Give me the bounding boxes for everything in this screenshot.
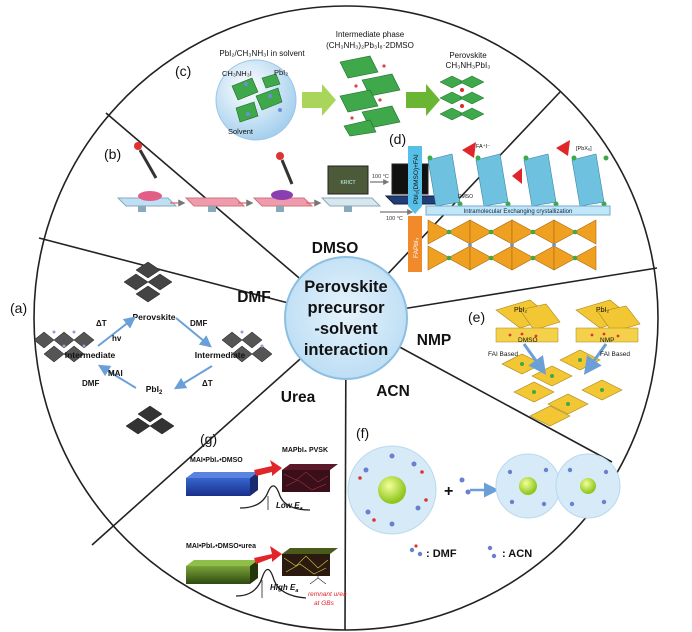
panel-a: (a) Perovskite	[10, 261, 273, 435]
panel-c-label-right1: Perovskite	[449, 51, 487, 60]
panel-f-legend-acn: : ACN	[502, 548, 532, 560]
panel-c-tag: (c)	[175, 63, 191, 79]
panel-g-remnant-1: remnant urea	[308, 591, 347, 598]
panel-e-pbi2-right: PbI₂	[596, 307, 610, 314]
panel-a-perovskite: Perovskite	[133, 312, 176, 322]
panel-c-label-left: PbI₂/CH₃NH₃I in solvent	[219, 49, 305, 58]
panel-g-low-ea: Low Ea	[276, 501, 303, 512]
panel-f-tag: (f)	[356, 425, 369, 441]
center-title-line3: -solvent	[314, 320, 378, 338]
panel-a-dmf-bl: DMF	[82, 379, 99, 388]
panel-b-tag: (b)	[104, 146, 121, 162]
panel-c-label-right2: CH₃NH₃PbI₃	[446, 61, 491, 70]
panel-a-intermediate-right: Intermediate	[195, 350, 246, 360]
panel-d-tag: (d)	[389, 131, 406, 147]
solvent-label-nmp: NMP	[417, 332, 451, 349]
panel-f-plus: +	[444, 483, 453, 500]
panel-g-high-ea: High Ea	[270, 583, 298, 594]
panel-d-pbx: [PbX₆]	[576, 146, 592, 152]
panel-c-pbi2: PbI₂	[274, 68, 288, 77]
panel-d-dmso: DMSO	[458, 194, 473, 200]
panel-c-ch3nh3i: CH₃NH₃I	[222, 69, 252, 78]
panel-g-remnant-2: at GBs	[314, 600, 335, 607]
panel-a-dt-right: ΔT	[202, 379, 213, 388]
solvent-label-dmf: DMF	[237, 289, 271, 306]
panel-e-fai-left: FAI Based	[488, 351, 518, 358]
panel-a-tag: (a)	[10, 300, 27, 316]
panel-f: (f) + : DMF : ACN	[347, 425, 621, 560]
center-hub: Perovskite precursor -solvent interactio…	[284, 256, 408, 380]
panel-a-mai: MAI	[108, 369, 123, 378]
panel-c-label-mid1: Intermediate phase	[336, 30, 405, 39]
panel-a-hv: hv	[112, 334, 122, 343]
center-title-line1: Perovskite	[304, 278, 387, 296]
solvent-label-acn: ACN	[376, 383, 410, 400]
panel-b-temp-1: 100 °C	[372, 174, 389, 180]
panel-g-top-right: MAPbI₃ PVSK	[282, 447, 328, 454]
panel-c: (c) PbI₂/CH₃NH₃I in solvent Intermediate…	[175, 30, 491, 141]
panel-a-dmf-tr: DMF	[190, 319, 207, 328]
panel-d-side-top: PbI₂(DMSO)+FAI	[413, 154, 420, 204]
panel-e-pbi2-left: PbI₂	[514, 307, 528, 314]
panel-g-tag: (g)	[200, 431, 217, 447]
panel-g-top-left: MAI•PbI₂•DMSO	[190, 457, 243, 464]
panel-a-dt-left: ΔT	[96, 319, 107, 328]
panel-e: (e) PbI₂ PbI₂ DMSO NMP FAI Based FAI Bas…	[468, 299, 641, 427]
panel-b-logo: KRICT	[341, 180, 356, 186]
panel-b-temp-2: 100 °C	[386, 216, 403, 222]
panel-d-fa: FA⁺I⁻	[476, 143, 490, 150]
panel-a-intermediate-left: Intermediate	[65, 350, 116, 360]
panel-d-side-bottom: FAPbI₃	[413, 237, 420, 258]
panel-g-bottom-left: MAI•PbI₂•DMSO•urea	[186, 543, 256, 550]
solvent-label-urea: Urea	[281, 389, 316, 406]
panel-d-banner: Intramolecular Exchanging crystallizatio…	[464, 209, 573, 215]
panel-e-dmso: DMSO	[518, 337, 538, 344]
panel-e-nmp: NMP	[600, 337, 614, 344]
center-title-line2: precursor	[307, 299, 385, 317]
panel-d: (d) PbI₂(DMSO)+FAI FAPbI₃ FA⁺I⁻ [PbX₆] D…	[389, 131, 611, 272]
panel-c-solvent: Solvent	[228, 127, 254, 136]
panel-f-legend-dmf: : DMF	[426, 548, 457, 560]
panel-c-label-mid2: (CH₃NH₃)₂Pb₃I₈·2DMSO	[326, 41, 414, 50]
panel-a-pbi2: PbI2	[146, 384, 163, 396]
panel-e-tag: (e)	[468, 309, 485, 325]
solvent-label-dmso: DMSO	[312, 240, 359, 257]
center-title-line4: interaction	[304, 341, 388, 359]
panel-g: (g) MAI•PbI₂•DMSO MAPbI₃ PVSK Low Ea MAI…	[186, 431, 347, 607]
panel-e-fai-right: FAI Based	[600, 351, 630, 358]
